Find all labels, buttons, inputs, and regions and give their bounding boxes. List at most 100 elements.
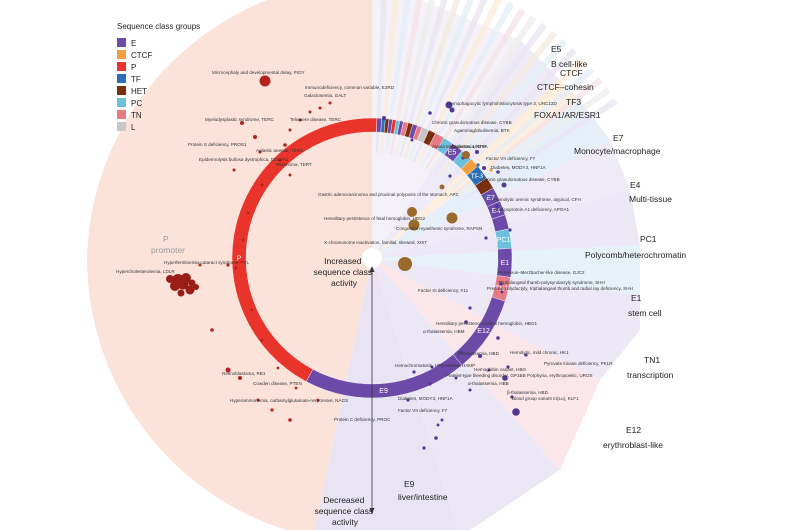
class-desc-e1: stem cell bbox=[628, 308, 662, 318]
ring-label-p: P bbox=[237, 256, 242, 263]
variant-dot bbox=[468, 306, 472, 310]
variant-dot bbox=[238, 376, 242, 380]
disease-label-microcephaly: Microcephaly and developmental delay, PI… bbox=[212, 70, 305, 75]
variant-dot bbox=[241, 238, 245, 242]
ring-label-e5: E5 bbox=[448, 149, 457, 156]
variant-dot bbox=[512, 408, 520, 416]
thin-stripe bbox=[412, 0, 488, 163]
disease-label-diabetes-mody3: Diabetes, MODY3, HNF1A bbox=[491, 165, 547, 170]
decreased-activity-label: Decreased sequence class activity bbox=[315, 495, 376, 527]
class-code-tf3: TF3 bbox=[566, 97, 581, 107]
class-desc-e5: B cell-like bbox=[551, 59, 588, 69]
variant-dot bbox=[408, 219, 420, 231]
disease-label-myelodysplastic: Myelodysplastic syndrome, TERC bbox=[205, 117, 275, 122]
thin-stripe bbox=[451, 66, 595, 191]
variant-dot bbox=[482, 166, 486, 170]
thin-stripe bbox=[459, 98, 618, 203]
disease-label-aplastic: Aplastic anemia, TERC bbox=[256, 148, 304, 153]
variant-dot bbox=[260, 338, 264, 342]
disease-label-blood-gp1bb: Platelet-type bleeding disorder, GP1BB bbox=[446, 373, 526, 378]
legend-label-l: L bbox=[131, 123, 136, 132]
legend-swatch-ctcf bbox=[117, 50, 126, 59]
thin-stripe bbox=[425, 8, 526, 169]
variant-dot bbox=[226, 263, 230, 267]
legend-swatch-l bbox=[117, 122, 126, 131]
legend-swatch-het bbox=[117, 86, 126, 95]
variant-dot bbox=[448, 174, 452, 178]
sector-e5 bbox=[372, 40, 560, 258]
disease-label-retinoblastoma: Retinoblastoma, RB1 bbox=[222, 371, 266, 376]
disease-label-hemochromatosis: Hemochromatosis, HFE-related, HAMP bbox=[395, 363, 475, 368]
variant-dot bbox=[288, 418, 292, 422]
thin-stripe bbox=[429, 15, 537, 172]
variant-dot bbox=[328, 101, 332, 105]
disease-label-hpfh-hbg1: Hereditary persistence of fetal hemoglob… bbox=[436, 321, 538, 326]
disease-label-galactosemia: Galactosemia, GALT bbox=[304, 93, 346, 98]
disease-label-hemophagocytic: Hemophagocytic lymphohistiocytosis type … bbox=[447, 101, 557, 106]
hypercholesterolemia-dot bbox=[193, 284, 199, 290]
variant-dot bbox=[500, 290, 504, 294]
class-code-ctcf: CTCF bbox=[560, 68, 583, 78]
variant-dot bbox=[253, 135, 257, 139]
disease-label-myasthenic: Congenital myasthenic syndrome, RAPSN bbox=[396, 226, 482, 231]
disease-label-alpha-hbm: α-thalassemia, HBM bbox=[423, 329, 465, 334]
thin-stripe bbox=[389, 0, 423, 155]
disease-labels: Microcephaly and developmental delay, PI… bbox=[116, 70, 633, 422]
sector-tn1 bbox=[372, 258, 600, 470]
class-code-e4: E4 bbox=[630, 180, 641, 190]
thin-stripe bbox=[417, 0, 502, 165]
disease-label-beta-hbd: β-thalassemia, HBD bbox=[458, 351, 500, 356]
variant-dots bbox=[166, 75, 528, 450]
legend-swatch-pc bbox=[117, 98, 126, 107]
variant-dot bbox=[495, 204, 499, 208]
sector-e12 bbox=[372, 258, 560, 530]
disease-label-immunodef: Immunodeficiency, common variable, E2RD bbox=[305, 85, 395, 90]
disease-label-cgd1: Chronic granulomatous disease, CYBB bbox=[432, 120, 512, 125]
variant-dot bbox=[288, 173, 292, 177]
variant-dot bbox=[407, 207, 417, 217]
variant-dot bbox=[502, 375, 508, 381]
disease-label-telomere: Telomere disease, TERC bbox=[290, 117, 342, 122]
variant-dot bbox=[232, 168, 236, 172]
sector-e7 bbox=[372, 140, 630, 258]
variant-dot bbox=[398, 257, 412, 271]
class-desc-pc1: Polycomb/heterochromatin bbox=[585, 250, 686, 260]
thin-stripe bbox=[447, 57, 586, 188]
variant-dot bbox=[258, 150, 262, 154]
class-code-e1: E1 bbox=[631, 293, 642, 303]
legend-label-e: E bbox=[131, 39, 136, 48]
legend-swatch-e bbox=[117, 38, 126, 47]
thin-stripe bbox=[408, 0, 474, 161]
variant-dot bbox=[446, 212, 458, 224]
legend-label-p: P bbox=[131, 63, 136, 72]
disease-label-beta-hbd2: β-thalassemia, HBD bbox=[507, 390, 549, 395]
disease-label-alpha-hbb: α-thalassemia, HBB bbox=[468, 381, 509, 386]
variant-dot bbox=[496, 336, 500, 340]
variant-dot bbox=[288, 128, 292, 132]
disease-label-pelizaeus: Pelizaeus–Merzbacher-like disease, GJC2 bbox=[498, 270, 585, 275]
disease-label-apoa1: Apolipoprotein A1 deficiency, APOA1 bbox=[494, 207, 569, 212]
disease-label-hypercholesterolemia: Hypercholesterolemia, LDLR bbox=[116, 269, 175, 274]
disease-label-diabetes-hnf4a: Diabetes, HNF4A bbox=[452, 144, 489, 149]
variant-dot bbox=[508, 228, 512, 232]
thin-stripe bbox=[454, 77, 603, 195]
variant-dot bbox=[506, 365, 510, 369]
thin-sector-stripes bbox=[375, 0, 618, 203]
variant-dot bbox=[276, 366, 280, 370]
class-desc-e4: Multi-tissue bbox=[629, 194, 672, 204]
variant-dot bbox=[382, 116, 386, 120]
class-desc-e12: erythroblast-like bbox=[603, 440, 663, 450]
hypercholesterolemia-dot bbox=[185, 285, 195, 295]
legend-swatch-tf bbox=[117, 74, 126, 83]
disease-label-porphyria: Porphyria, erythropoietic, UROS bbox=[527, 373, 593, 378]
variant-dot bbox=[225, 367, 231, 373]
variant-dot bbox=[454, 376, 458, 380]
disease-label-melanoma: Melanoma, TERT bbox=[276, 162, 312, 167]
thin-stripe bbox=[444, 47, 577, 184]
thin-stripe bbox=[380, 0, 399, 154]
variant-dot bbox=[487, 368, 491, 372]
thin-stripe bbox=[399, 0, 448, 158]
disease-label-hemoglobin-variant: Hemoglobin variant, HBG bbox=[474, 367, 527, 372]
